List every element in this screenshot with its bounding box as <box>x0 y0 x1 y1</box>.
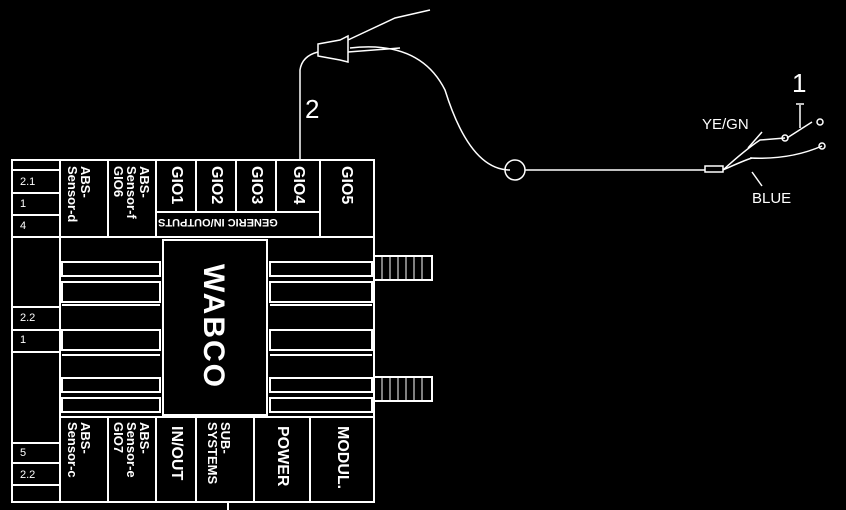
header-power: POWER <box>274 426 291 487</box>
wabco-logo: WABCO <box>197 264 230 389</box>
header-abs-sensor-c: ABS- Sensor-c <box>65 422 93 478</box>
pin-label: 5 <box>20 447 27 459</box>
header-gio1: GIO1 <box>168 166 185 205</box>
header-abs-sensor-d: ABS- Sensor-d <box>65 166 93 223</box>
header-sub-systems: SUB- SYSTEMS <box>205 422 233 485</box>
wire-label-blue: BLUE <box>752 190 792 207</box>
pin-label: 2.2 <box>20 469 36 481</box>
header-gio3: GIO3 <box>248 166 265 205</box>
pin-label: 4 <box>20 220 27 232</box>
header-in-out: IN/OUT <box>168 426 185 481</box>
header-abs-sensor-e: ABS- Sensor-e GIO7 <box>111 422 152 478</box>
wire-label-yegn: YE/GN <box>702 116 749 133</box>
connector-plug <box>317 34 349 63</box>
pin-label: 2.2 <box>20 312 36 324</box>
header-modul: MODUL. <box>334 426 351 490</box>
callout-2: 2 <box>305 94 320 124</box>
pin-label: 1 <box>20 334 27 346</box>
pin-label: 1 <box>20 198 27 210</box>
header-gio5: GIO5 <box>338 166 355 205</box>
cable-2 <box>299 51 319 160</box>
header-gio2: GIO2 <box>208 166 225 205</box>
port-lower <box>373 376 433 402</box>
header-gio4: GIO4 <box>290 166 307 205</box>
header-generic-inoutputs: GENERIC IN/OUTPUTS <box>158 216 278 228</box>
pin-label: 2.1 <box>20 176 36 188</box>
port-upper <box>373 255 433 281</box>
header-abs-sensor-f: ABS- Sensor-f GIO6 <box>111 166 152 219</box>
callout-1: 1 <box>792 68 807 98</box>
